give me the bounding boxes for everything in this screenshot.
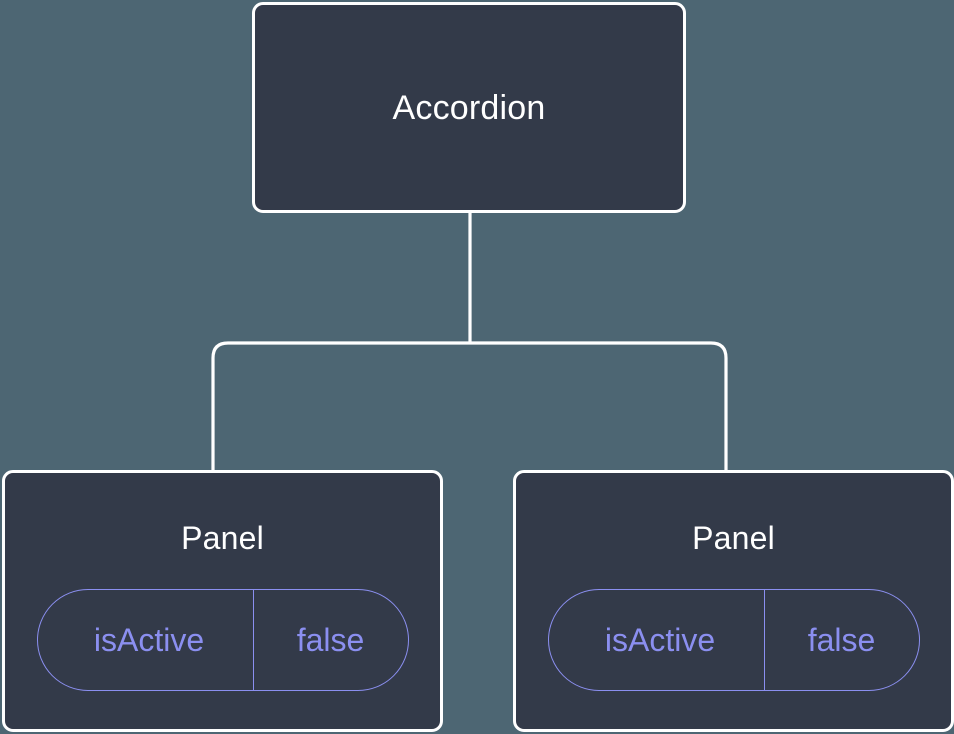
node-panel-2[interactable]: Panel isActive false bbox=[513, 470, 954, 732]
node-panel-2-label: Panel bbox=[692, 520, 775, 556]
edge-to-panel-right bbox=[470, 341, 728, 470]
prop-pill-isactive-1[interactable]: isActive false bbox=[36, 589, 409, 691]
node-panel-1-label: Panel bbox=[181, 520, 264, 556]
prop-value-isactive-2: false bbox=[763, 590, 919, 690]
prop-key-isactive-2: isActive bbox=[604, 622, 716, 658]
prop-key-isactive-1: isActive bbox=[93, 622, 205, 658]
prop-value-isactive-1: false bbox=[252, 590, 408, 690]
prop-pill-isactive-2[interactable]: isActive false bbox=[547, 589, 920, 691]
node-accordion[interactable]: Accordion bbox=[252, 2, 686, 213]
node-panel-1[interactable]: Panel isActive false bbox=[2, 470, 443, 732]
edge-to-panel-left bbox=[211, 341, 470, 470]
node-accordion-label: Accordion bbox=[392, 88, 546, 127]
